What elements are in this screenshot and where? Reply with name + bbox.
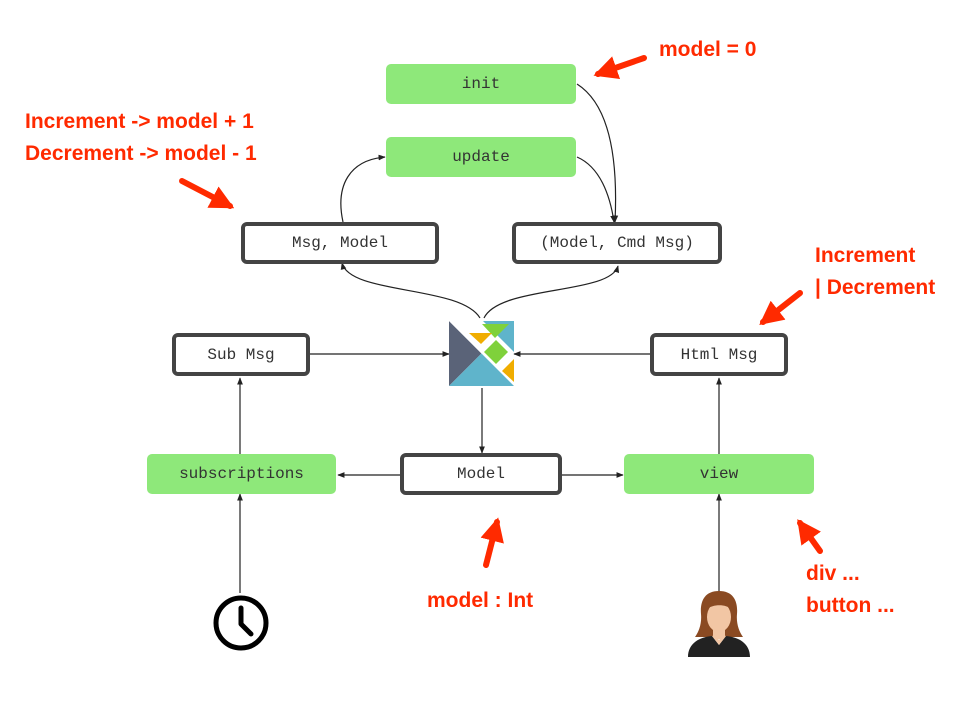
annotation-update-increment: Increment -> model + 1 xyxy=(25,110,254,133)
edge-runtime-to-msg-model xyxy=(340,262,481,319)
view-node: view xyxy=(624,454,814,494)
sub-msg-node: Sub Msg xyxy=(172,333,310,376)
init-node: init xyxy=(386,64,576,104)
annotation-update-decrement: Decrement -> model - 1 xyxy=(25,142,257,165)
edge-runtime-to-model-cmd xyxy=(483,265,620,319)
red-arrow-view xyxy=(797,519,823,554)
update-node: update xyxy=(386,137,576,177)
annotation-model-type: model : Int xyxy=(427,589,534,612)
html-msg-node: Html Msg xyxy=(650,333,788,376)
annotation-view-button: button ... xyxy=(806,594,895,617)
annotation-html-msg-increment: Increment xyxy=(815,244,916,267)
elm-logo-icon xyxy=(449,321,514,386)
edges xyxy=(237,83,722,593)
red-arrow-html-msg xyxy=(759,290,803,325)
annotation-arrows xyxy=(179,55,823,568)
model-cmd-msg-node: (Model, Cmd Msg) xyxy=(512,222,722,264)
edge-msg-model-to-update xyxy=(340,154,386,223)
red-arrow-model xyxy=(480,517,504,568)
subscriptions-node: subscriptions xyxy=(147,454,336,494)
edge-update-to-model-cmd xyxy=(576,156,616,223)
red-arrow-update xyxy=(179,178,235,209)
annotation-init: model = 0 xyxy=(659,38,757,61)
red-arrow-init xyxy=(593,55,647,80)
msg-model-node: Msg, Model xyxy=(241,222,439,264)
annotation-html-msg-decrement: | Decrement xyxy=(815,276,936,299)
clock-icon xyxy=(213,595,269,651)
model-node: Model xyxy=(400,453,562,495)
edge-init-to-model-cmd xyxy=(576,83,619,223)
user-icon xyxy=(688,591,750,657)
annotation-view-div: div ... xyxy=(806,562,860,585)
